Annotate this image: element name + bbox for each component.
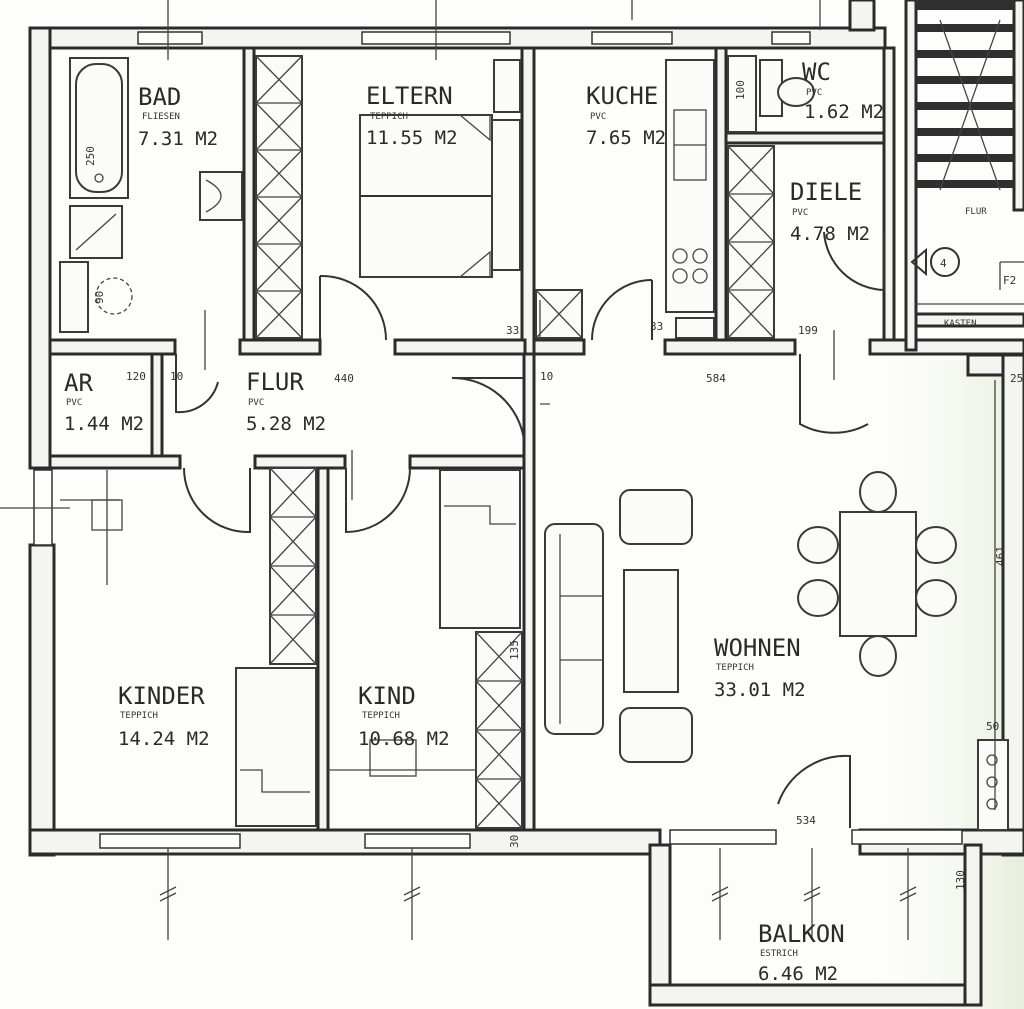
room-name: WOHNEN xyxy=(714,634,801,662)
room-wc: WC PVC 1.62 M2 xyxy=(802,58,884,123)
room-name: BALKON xyxy=(758,920,845,948)
room-ar: AR PVC 1.44 M2 xyxy=(64,369,144,435)
dim-33b: 33 xyxy=(650,320,663,333)
dim-584: 584 xyxy=(706,372,726,385)
dim-461: 461 xyxy=(994,546,1007,566)
room-floor: ESTRICH xyxy=(760,949,798,959)
markers xyxy=(0,0,996,940)
room-name: KUCHE xyxy=(586,82,658,110)
room-area: 4.78 M2 xyxy=(790,223,870,245)
room-name: DIELE xyxy=(790,178,862,206)
room-floor: PVC xyxy=(806,88,822,98)
dim-25: 25 xyxy=(1010,372,1023,385)
room-area: 11.55 M2 xyxy=(366,127,458,149)
doors xyxy=(175,231,885,828)
room-floor: FLIESEN xyxy=(142,112,180,122)
dim-130: 130 xyxy=(954,870,967,890)
stair-number: 4 xyxy=(940,257,947,270)
room-bad: BAD FLIESEN 7.31 M2 xyxy=(138,83,218,150)
dimension-labels: 440 584 199 120 10 10 534 50 25 461 130 … xyxy=(84,80,1023,890)
room-floor: PVC xyxy=(248,398,264,408)
room-floor: TEPPICH xyxy=(362,711,400,721)
room-area: 33.01 M2 xyxy=(714,679,806,701)
room-wohnen: WOHNEN TEPPICH 33.01 M2 xyxy=(714,634,806,701)
room-name: KINDER xyxy=(118,682,205,710)
room-area: 5.28 M2 xyxy=(246,413,326,435)
room-floor: TEPPICH xyxy=(120,711,158,721)
room-name: KIND xyxy=(358,682,416,710)
room-area: 7.31 M2 xyxy=(138,128,218,150)
room-name: WC xyxy=(802,58,831,86)
room-name: ELTERN xyxy=(366,82,453,110)
room-name: FLUR xyxy=(246,368,304,396)
dim-33: 33 xyxy=(506,324,519,337)
dim-534: 534 xyxy=(796,814,816,827)
room-area: 6.46 M2 xyxy=(758,963,838,985)
room-floor: PVC xyxy=(590,112,606,122)
stair-flur-label: FLUR xyxy=(965,207,987,217)
furniture xyxy=(59,55,1009,831)
room-name: AR xyxy=(64,369,93,397)
room-kind: KIND TEPPICH 10.68 M2 xyxy=(358,682,450,750)
room-floor: TEPPICH xyxy=(370,112,408,122)
stairwell xyxy=(848,0,1024,352)
dim-10a: 10 xyxy=(170,370,183,383)
dim-50: 50 xyxy=(986,720,999,733)
room-balkon: BALKON ESTRICH 6.46 M2 xyxy=(758,920,845,985)
room-name: BAD xyxy=(138,83,181,111)
room-area: 14.24 M2 xyxy=(118,728,210,750)
dim-135: 135 xyxy=(508,640,521,660)
stair-labels: 4 FLUR KASTEN F2 xyxy=(940,207,1016,329)
dim-10b: 10 xyxy=(540,370,553,383)
dim-90: 90 xyxy=(93,291,106,304)
dim-199: 199 xyxy=(798,324,818,337)
room-floor: TEPPICH xyxy=(716,663,754,673)
room-floor: PVC xyxy=(792,208,808,218)
dim-250: 250 xyxy=(84,146,97,166)
room-area: 7.65 M2 xyxy=(586,127,666,149)
room-floor: PVC xyxy=(66,398,82,408)
dim-440: 440 xyxy=(334,372,354,385)
dim-100: 100 xyxy=(734,80,747,100)
interior-walls xyxy=(48,46,1024,832)
dim-120: 120 xyxy=(126,370,146,383)
wardrobes xyxy=(255,55,775,829)
shading xyxy=(860,360,1024,1009)
room-area: 1.62 M2 xyxy=(804,101,884,123)
room-diele: DIELE PVC 4.78 M2 xyxy=(790,178,870,245)
stair-other-label: F2 xyxy=(1003,274,1016,287)
room-area: 10.68 M2 xyxy=(358,728,450,750)
room-area: 1.44 M2 xyxy=(64,413,144,435)
room-flur: FLUR PVC 5.28 M2 xyxy=(246,368,326,435)
stair-kasten-label: KASTEN xyxy=(944,319,977,329)
room-eltern: ELTERN TEPPICH 11.55 M2 xyxy=(366,82,458,149)
dim-30: 30 xyxy=(508,835,521,848)
outer-walls xyxy=(28,26,1024,1007)
room-kuche: KUCHE PVC 7.65 M2 xyxy=(586,82,666,149)
room-kinder: KINDER TEPPICH 14.24 M2 xyxy=(118,682,210,750)
